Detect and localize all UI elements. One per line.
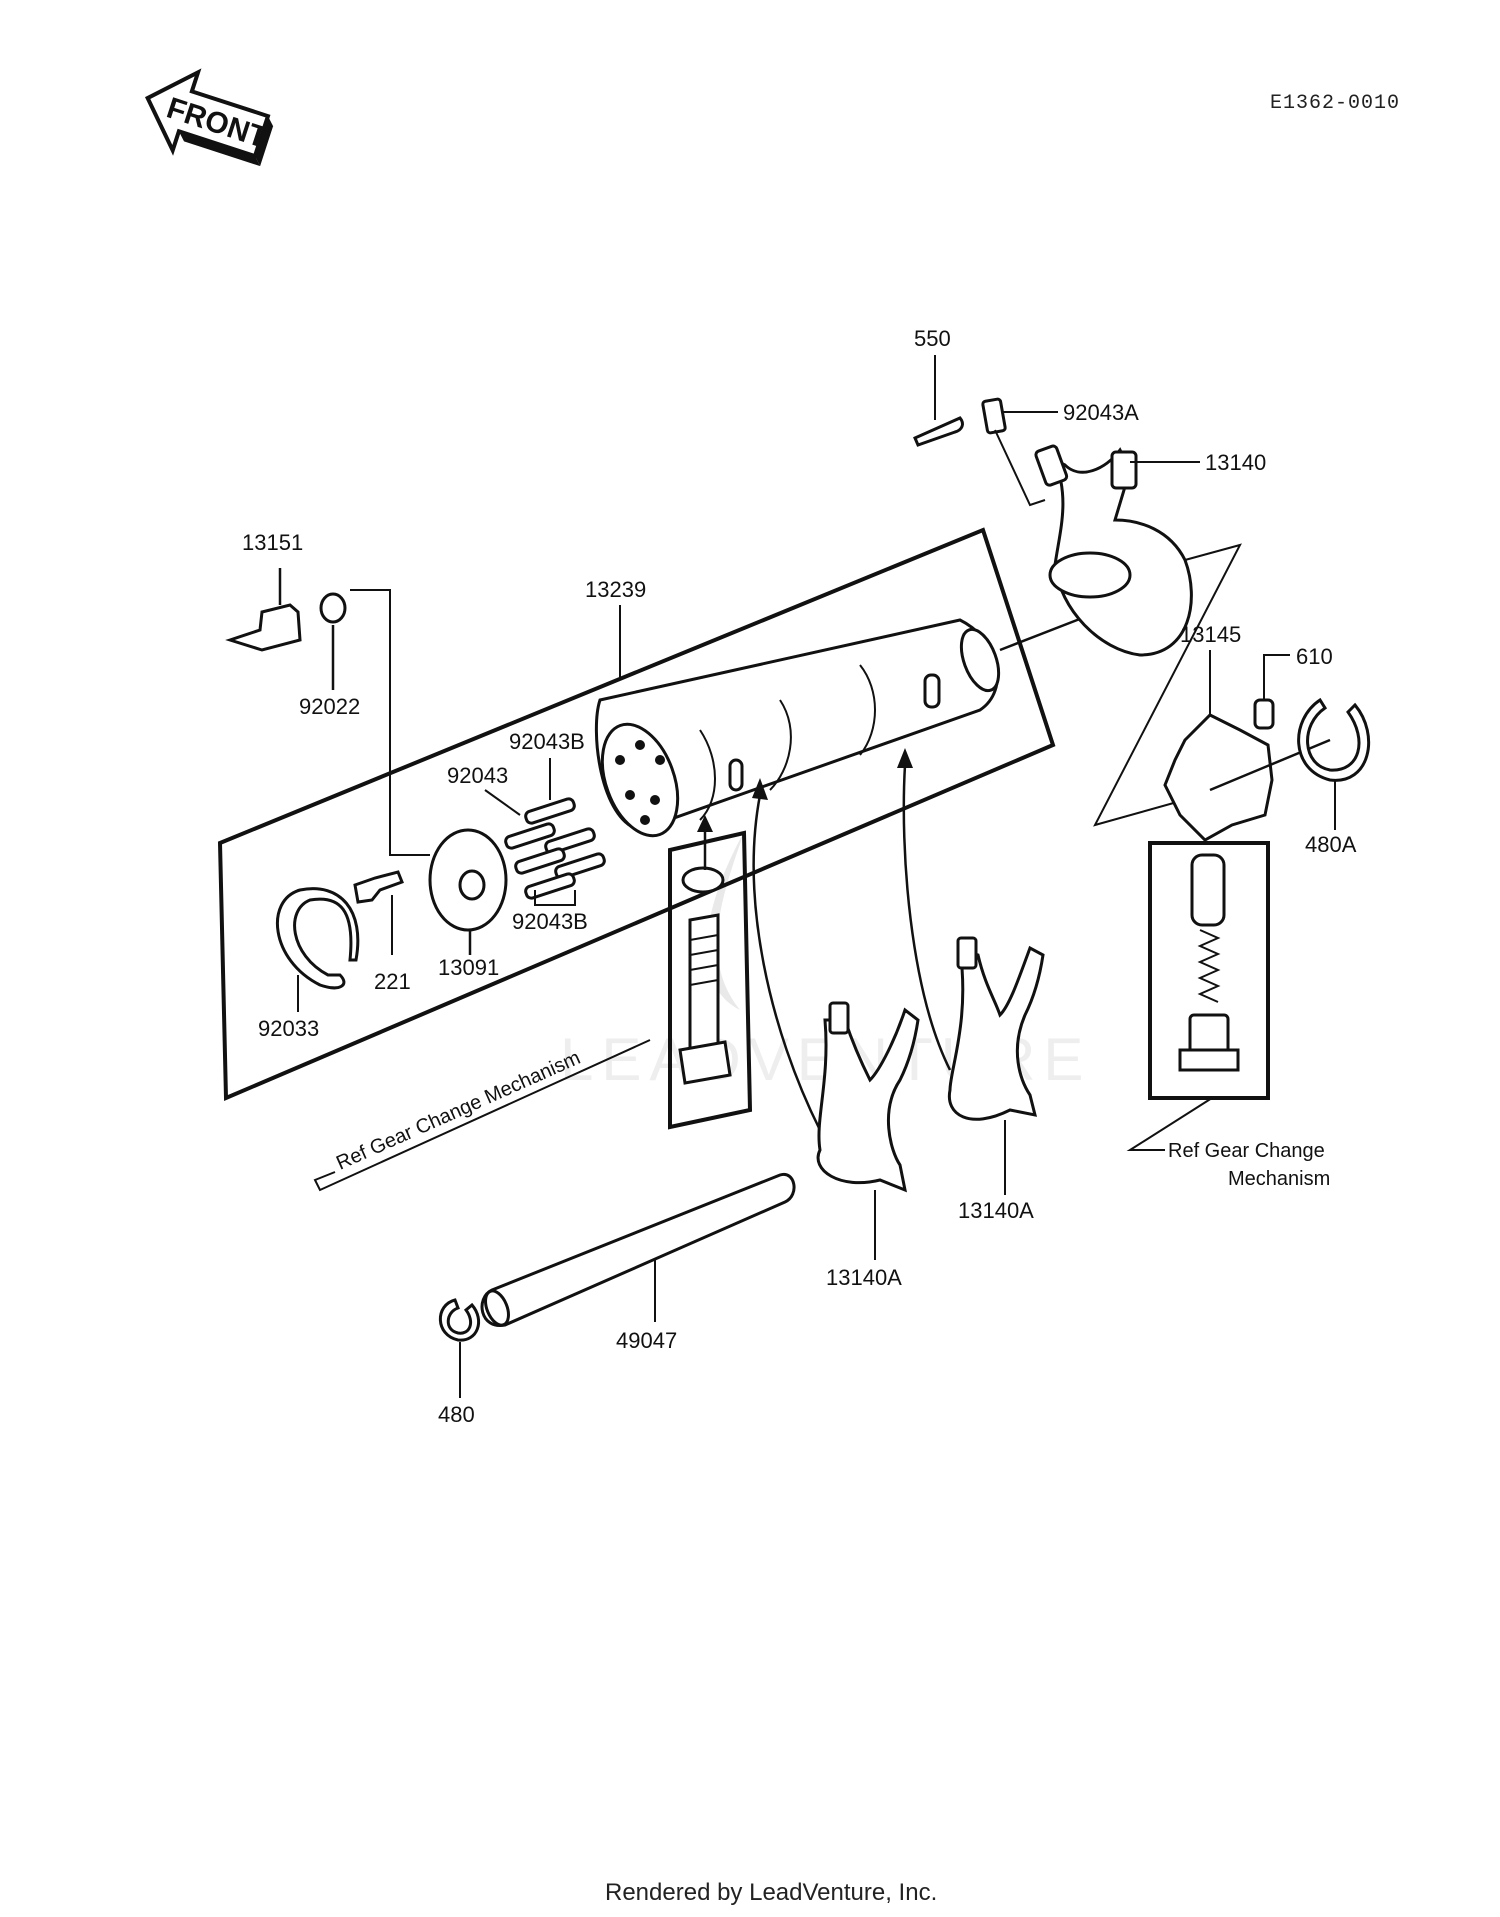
ref-left-bracket — [313, 1039, 651, 1192]
detent-box — [1148, 841, 1270, 1100]
ring-92033 — [276, 887, 360, 990]
part-label-13239: 13239 — [585, 577, 646, 602]
pin-610 — [1253, 698, 1275, 730]
shift-fork-13140A-right — [947, 936, 1045, 1195]
fork-arc-right — [902, 764, 952, 1071]
part-label-480A: 480A — [1305, 832, 1357, 857]
part-label-13140A-left: 13140A — [826, 1265, 902, 1290]
part-label-480: 480 — [438, 1402, 475, 1427]
part-label-92043B-top: 92043B — [509, 729, 585, 754]
footer-credit: Rendered by LeadVenture, Inc. — [605, 1879, 937, 1906]
part-label-13151: 13151 — [242, 530, 303, 555]
part-label-13140: 13140 — [1205, 450, 1266, 475]
part-label-550: 550 — [914, 326, 951, 351]
detent-assembly — [1178, 853, 1240, 1072]
ref-right-label-line1: Ref Gear Change — [1168, 1140, 1325, 1162]
washer-92022 — [319, 592, 347, 624]
part-label-92043A: 92043A — [1063, 400, 1139, 425]
screw-221 — [353, 870, 404, 904]
ref-left-label: Ref Gear Change Mechanism — [333, 1047, 584, 1175]
part-label-49047: 49047 — [616, 1328, 677, 1353]
shift-fork-13140A-left — [816, 1001, 920, 1260]
ref-right-label-line2: Mechanism — [1228, 1168, 1330, 1190]
part-label-610: 610 — [1296, 644, 1333, 669]
shift-fork-13140 — [1034, 444, 1193, 657]
star-plate-13145 — [1163, 713, 1274, 842]
part-label-13140A-right: 13140A — [958, 1198, 1034, 1223]
part-label-92022: 92022 — [299, 694, 360, 719]
shaft-49047 — [480, 1172, 796, 1327]
neutral-switch-13151 — [225, 568, 302, 652]
cotter-pin-550 — [913, 416, 964, 447]
part-label-92043: 92043 — [447, 763, 508, 788]
part-label-92043B-bottom: 92043B — [512, 909, 588, 934]
bolt — [678, 866, 732, 1085]
part-label-92033: 92033 — [258, 1016, 319, 1041]
shift-drum — [594, 613, 1091, 838]
pin-92043A — [981, 397, 1007, 435]
part-label-13091: 13091 — [438, 955, 499, 980]
bolt-box — [668, 830, 753, 1130]
diagram-code: E1362-0010 — [1270, 92, 1400, 115]
ref-right-bracket — [1126, 1097, 1213, 1151]
drum-assembly-box — [217, 527, 1056, 1101]
circlip-480 — [438, 1298, 481, 1342]
guide-triangle — [1093, 543, 1242, 827]
circlip-480A — [1297, 697, 1371, 782]
front-arrow-icon: FRONT — [144, 68, 274, 167]
part-label-221: 221 — [374, 969, 411, 994]
disc-13091 — [428, 828, 508, 955]
part-label-13145: 13145 — [1180, 622, 1241, 647]
pins-92043-group — [484, 758, 606, 906]
fork-arc-left — [752, 794, 822, 1131]
pin-92043A-leader — [994, 429, 1046, 507]
